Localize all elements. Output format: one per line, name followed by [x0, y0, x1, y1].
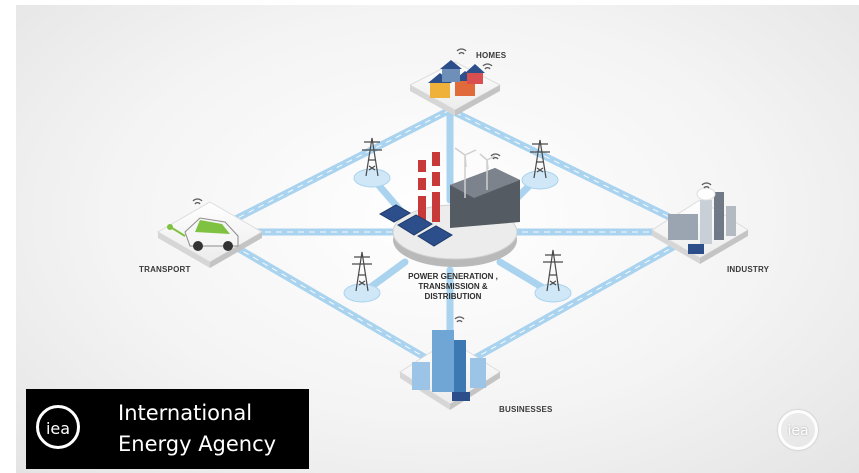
iea-logo-banner: iea International Energy Agency [26, 389, 309, 469]
node-label-industry: INDUSTRY [727, 265, 770, 274]
watermark-mark: iea [787, 423, 809, 439]
businesses-tile [399, 330, 501, 410]
node-label-homes: HOMES [476, 51, 507, 60]
pylon-icon [352, 251, 372, 292]
industry-tile [651, 187, 749, 264]
power-plant [378, 147, 520, 267]
pylon-base [521, 170, 559, 190]
iea-watermark-icon: iea [778, 410, 818, 450]
iea-logo-icon: iea [36, 405, 80, 449]
pylon-base [353, 168, 391, 188]
pylon-icon [543, 249, 563, 292]
pylon-icon [362, 137, 382, 177]
logo-line-1: International [118, 401, 253, 425]
wifi-icon [490, 153, 501, 160]
wifi-icons [192, 48, 712, 323]
pylon-base [534, 283, 572, 303]
wifi-icon [192, 198, 203, 205]
node-label-businesses: BUSINESSES [499, 405, 553, 414]
homes-tile [408, 60, 502, 116]
smart-grid-diagram [156, 48, 749, 410]
logo-mark: iea [45, 419, 71, 438]
pylon-icon [530, 139, 550, 179]
node-label-transport: TRANSPORT [139, 265, 191, 274]
logo-line-2: Energy Agency [118, 432, 277, 456]
wifi-icon [454, 316, 465, 323]
center-label-line: DISTRIBUTION [424, 292, 482, 301]
transport-tile [156, 201, 264, 268]
wifi-icon [456, 48, 467, 55]
center-label-line: TRANSMISSION & [418, 282, 488, 291]
pylon-base [343, 283, 381, 303]
wifi-icon [701, 182, 712, 189]
wifi-icon [482, 63, 493, 70]
center-label: POWER GENERATION , TRANSMISSION & DISTRI… [388, 272, 518, 302]
center-label-line: POWER GENERATION , [408, 272, 498, 281]
